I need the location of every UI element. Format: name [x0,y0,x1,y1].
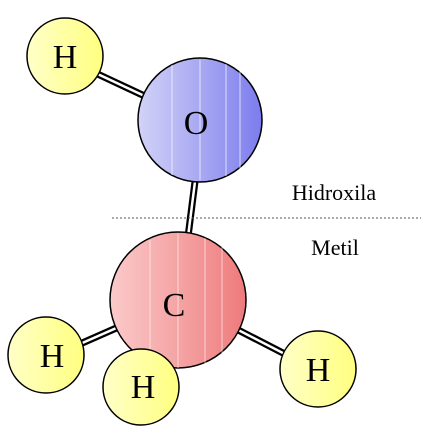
atom-carbon-label: C [163,287,186,324]
atom-hydrogen-right-label: H [306,352,331,389]
methyl-group-label: Metil [311,235,359,260]
atom-carbon: C [109,231,247,369]
atom-hydrogen-left-label: H [40,338,65,375]
atom-hydrogen-top-label: H [53,39,78,76]
hydroxyl-group-label: Hidroxila [292,180,377,205]
atom-hydrogen-top: H [26,17,104,95]
atom-hydrogen-left: H [7,316,85,394]
atom-hydrogen-bottom-label: H [131,369,156,406]
atom-oxygen: O [137,57,263,183]
atom-oxygen-label: O [184,105,209,142]
atom-hydrogen-bottom: H [102,348,180,426]
atom-hydrogen-right: H [279,330,357,408]
